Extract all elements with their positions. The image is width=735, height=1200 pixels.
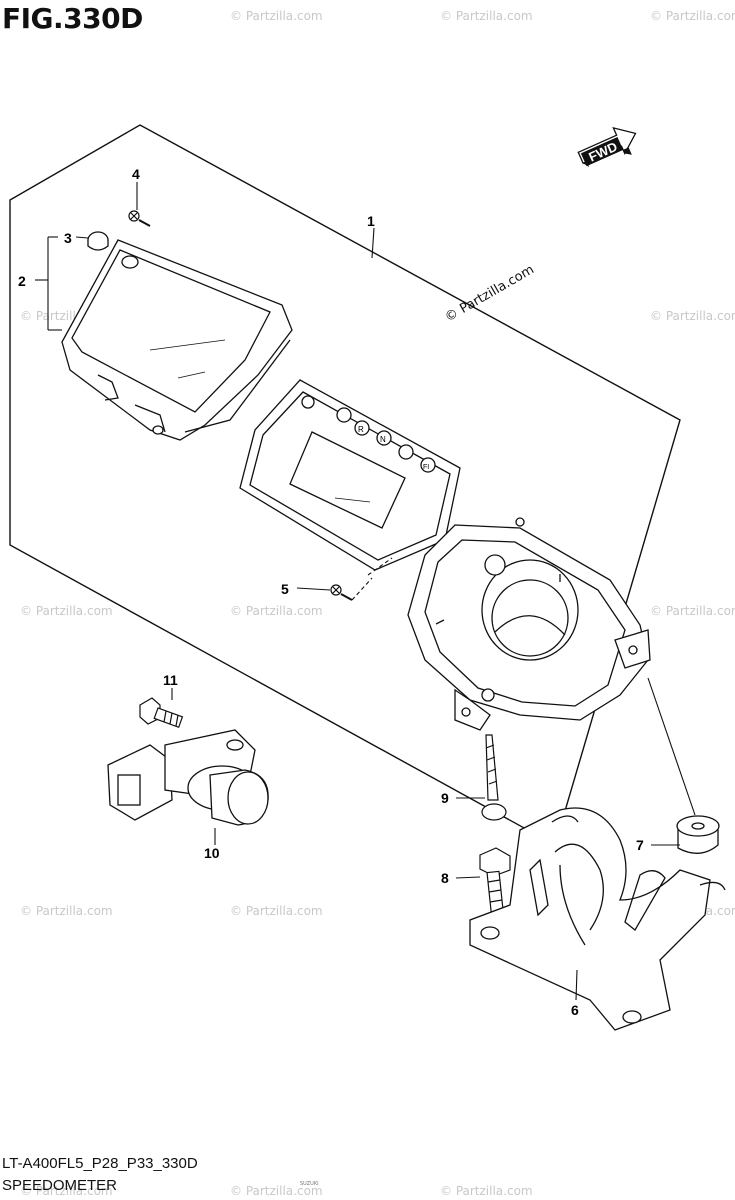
watermark-text: © Partzilla.com <box>20 1184 113 1198</box>
callout-1: 1 <box>367 213 375 229</box>
callout-3: 3 <box>64 230 72 246</box>
watermark-text: © Partzilla.com <box>440 9 533 23</box>
callout-11: 11 <box>163 672 178 688</box>
callout-5: 5 <box>281 581 289 597</box>
indicator-label-fi: FI <box>423 464 429 471</box>
watermark-text: © Partzilla.com <box>440 1184 533 1198</box>
callout-2: 2 <box>18 273 26 289</box>
bracket-part <box>469 807 726 1031</box>
indicator-label-r: R <box>358 425 364 434</box>
screw-part-9 <box>481 734 507 821</box>
watermark-text: © Partzilla.com <box>230 1184 323 1198</box>
watermark-text: © Partzilla.com <box>20 904 113 918</box>
callout-10: 10 <box>204 845 220 861</box>
indicator-lamp <box>420 457 436 473</box>
leader-lines <box>35 182 696 1001</box>
watermark-text: © Partzilla.com <box>230 904 323 918</box>
indicator-lamp <box>376 430 392 446</box>
fwd-label: FWD <box>586 139 619 165</box>
watermark-text: © Partzilla.com <box>650 604 735 618</box>
screw-part-4 <box>128 210 151 227</box>
speed-sensor-part <box>107 729 269 826</box>
watermark-text: © Partzilla.com <box>650 309 735 323</box>
bolt-part-11 <box>139 697 184 728</box>
meter-case-part <box>407 517 651 731</box>
callout-9: 9 <box>441 790 449 806</box>
footer-fineprint: SUZUKI <box>300 1181 319 1187</box>
watermark-text: © Partzilla.com <box>230 604 323 618</box>
figure-title: FIG.330D <box>2 2 143 35</box>
indicator-lamp <box>398 444 414 460</box>
watermark-layer: © Partzilla.com © Partzilla.com © Partzi… <box>20 9 735 1198</box>
grommet-part <box>676 815 720 854</box>
watermark-text: © Partzilla.com <box>230 9 323 23</box>
model-code: LT-A400FL5_P28_P33_330D <box>2 1155 198 1172</box>
screw-part-5 <box>330 584 353 601</box>
fwd-arrow-icon: FWD <box>577 126 637 168</box>
indicator-label-n: N <box>380 435 386 444</box>
callout-7: 7 <box>636 837 644 853</box>
callout-8: 8 <box>441 870 449 886</box>
watermark-text: © Partzilla.com <box>650 9 735 23</box>
indicator-lamp <box>336 407 352 423</box>
indicator-lamp <box>354 420 370 436</box>
knob-part <box>87 231 109 251</box>
meter-cover-part <box>61 239 293 441</box>
section-name: SPEEDOMETER <box>2 1177 118 1194</box>
callout-4: 4 <box>132 166 140 182</box>
callout-6: 6 <box>571 1002 579 1018</box>
watermark-text: © Partzilla.com <box>20 604 113 618</box>
bolt-part-8 <box>479 847 511 914</box>
display-panel-part <box>239 379 461 571</box>
